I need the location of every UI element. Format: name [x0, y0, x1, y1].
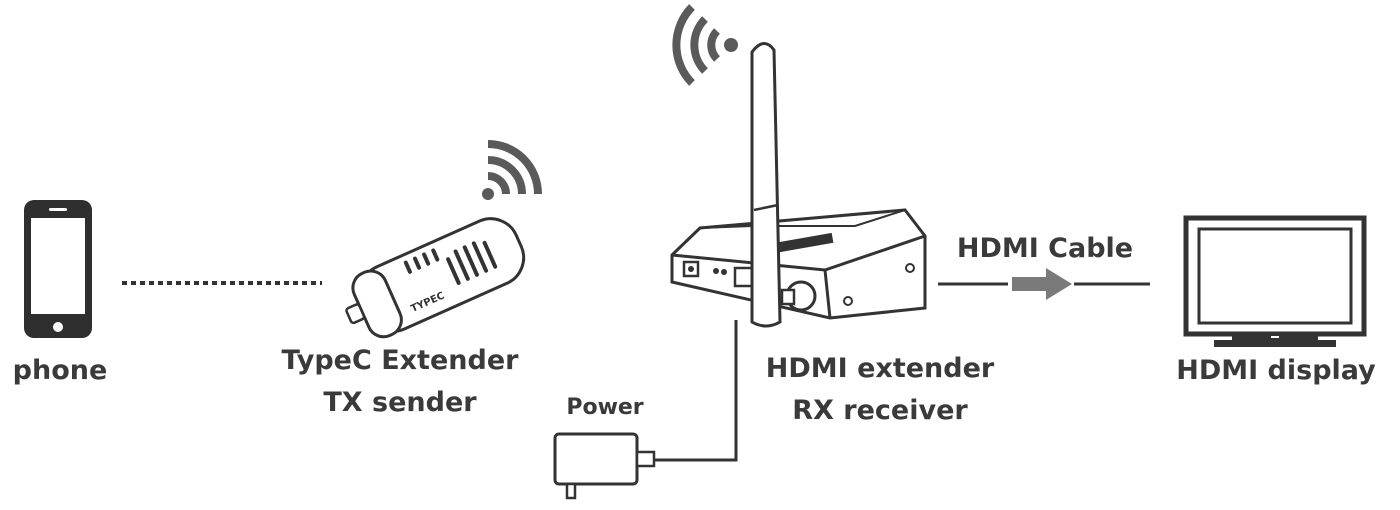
receiver-label-line2: RX receiver	[792, 395, 968, 426]
sender-label-line2: TX sender	[323, 387, 477, 418]
power-label: Power	[566, 395, 644, 420]
receiver-label-line1: HDMI extender	[765, 353, 995, 384]
wifi-icon	[482, 140, 542, 200]
antenna-icon	[750, 42, 782, 328]
arrow-right-icon	[1012, 268, 1072, 300]
phone-icon	[24, 200, 92, 338]
sender-label-line1: TypeC Extender	[281, 345, 519, 376]
phone-label: phone	[12, 355, 108, 386]
receiver-box-icon	[670, 208, 927, 320]
power-cable	[654, 320, 738, 462]
usb-dongle-icon: TYPEC	[345, 217, 526, 339]
wifi-icon	[672, 4, 738, 86]
hdmi-cable-label: HDMI Cable	[956, 233, 1134, 264]
power-adapter-icon	[553, 432, 656, 500]
display-label: HDMI display	[1176, 355, 1376, 386]
monitor-icon	[1183, 215, 1367, 347]
